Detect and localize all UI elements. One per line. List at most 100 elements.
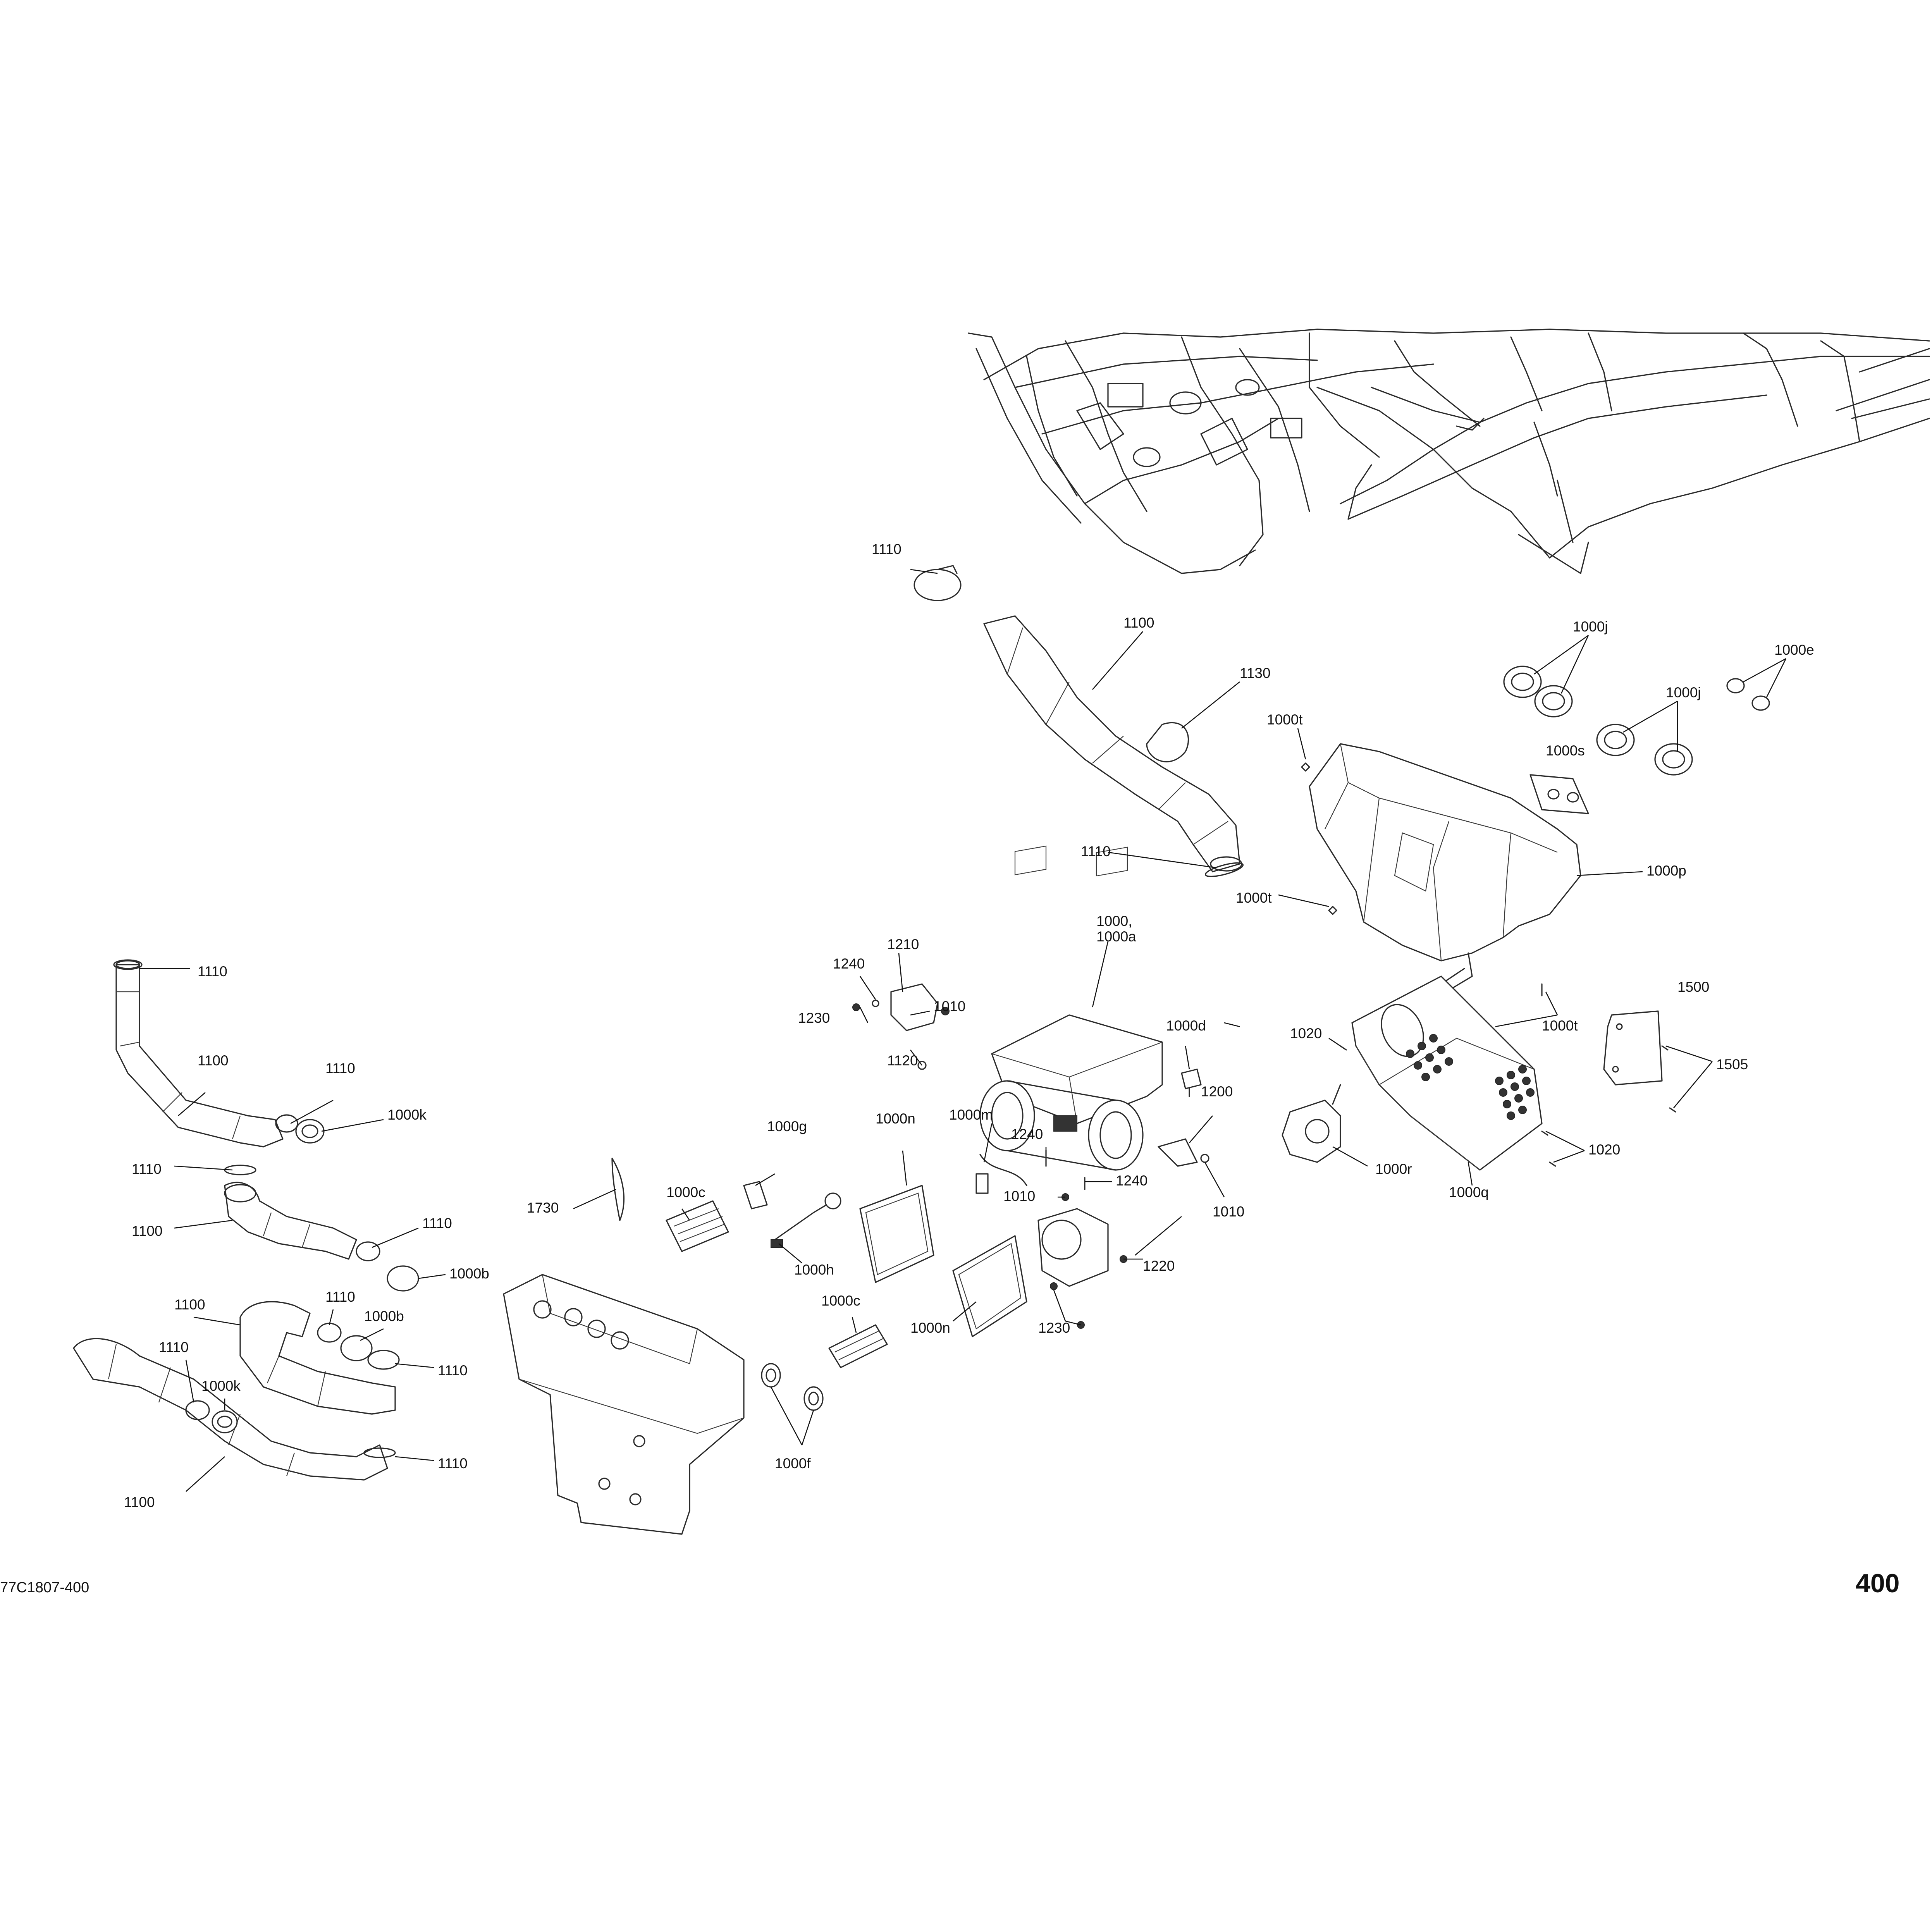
callout-1110: 1110 [325,1289,355,1305]
callout-1200: 1200 [1201,1084,1233,1099]
callout-labels: 1110 1100 1130 1110 1000j 1000j 1000e 10… [124,541,1814,1510]
vent-nozzles-1000j [1503,666,1693,776]
relay-1000d [1181,1068,1202,1097]
callout-1000d: 1000d [1166,1018,1206,1034]
callout-1240: 1240 [833,956,865,972]
callout-1000t: 1000t [1267,712,1303,728]
vent-grille-left [1406,1034,1453,1081]
callout-1000n: 1000n [910,1320,950,1336]
vent-louver-1000c-lower [828,1324,888,1368]
callout-1000: 1000, [1096,913,1132,929]
callout-1010: 1010 [934,998,965,1014]
callout-1210: 1210 [887,936,919,952]
duct-1100-left-2 [224,1182,357,1260]
callout-1240: 1240 [1116,1173,1148,1189]
callout-1110: 1110 [325,1060,355,1076]
callout-1000t: 1000t [1542,1018,1578,1034]
callout-1110: 1110 [1081,843,1111,859]
callout-1730: 1730 [527,1200,559,1216]
callout-1010: 1010 [1003,1188,1035,1204]
callout-1020: 1020 [1290,1025,1322,1041]
leader-lines [139,569,1787,1492]
callout-1000r: 1000r [1375,1161,1412,1177]
vehicle-frame [968,329,1930,574]
callout-1000s: 1000s [1546,743,1585,759]
callout-1000t: 1000t [1236,890,1272,906]
callout-1120: 1120 [887,1053,918,1068]
upper-housing-1000p [1309,743,1581,1000]
callout-1110: 1110 [872,541,901,557]
callout-1100: 1100 [174,1297,205,1313]
callout-1110: 1110 [198,963,227,979]
callout-1230: 1230 [798,1010,830,1026]
callout-1100: 1100 [1123,615,1154,631]
bracket-1200 [1158,1138,1198,1167]
callout-1000h: 1000h [794,1262,834,1278]
callout-1110: 1110 [438,1363,468,1378]
callout-1110: 1110 [159,1339,189,1355]
callout-1000g: 1000g [767,1118,807,1134]
screws-1020 [1340,1045,1556,1167]
clamp-1110-top [914,565,962,601]
callout-1100: 1100 [198,1053,229,1068]
cover-plate-1500 [1603,1010,1663,1086]
callout-1130: 1130 [1240,665,1271,681]
callout-1000m: 1000m [949,1107,993,1123]
duct-1100-top [983,615,1242,872]
actuator-1000r [1282,1084,1341,1163]
callout-1505: 1505 [1716,1056,1748,1072]
clamp-1110-mid [1205,862,1244,877]
callout-1100: 1100 [132,1223,163,1239]
grommets-1000e [1726,678,1770,711]
callout-1230: 1230 [1038,1320,1070,1336]
couplers-1000k-1000b [212,1119,419,1433]
callout-1000a: 1000a [1096,929,1136,944]
switch-1000g [743,1181,768,1209]
trim-1730 [611,1158,625,1221]
duct-1100-left-1 [115,960,284,1148]
callout-1000j: 1000j [1573,619,1608,635]
harness-1000m [975,1154,1027,1194]
resistor-1210 [890,983,938,1031]
clamps-left [113,959,400,1458]
callout-1000j: 1000j [1666,685,1701,700]
callout-1000p: 1000p [1646,863,1686,879]
knobs-1000f [761,1363,824,1411]
callout-1010: 1010 [1213,1204,1244,1220]
callout-1100: 1100 [124,1494,155,1510]
clamp-1130 [1146,722,1189,762]
callout-1000e: 1000e [1774,642,1814,658]
drawing-number: 77C1807-400 [0,1579,89,1596]
callout-1000k: 1000k [387,1107,427,1123]
callout-1000b: 1000b [449,1266,489,1282]
callout-1000b: 1000b [364,1308,404,1324]
dash-panel [503,1274,745,1535]
blower-assembly-1000 [979,845,1163,1171]
screws-1505 [1661,1045,1676,1113]
callout-1000c: 1000c [821,1293,860,1309]
duct-1100-left-4 [73,1338,388,1481]
gasket-1000s [1529,774,1589,814]
callout-1240: 1240 [1011,1126,1043,1142]
callout-1000q: 1000q [1449,1184,1489,1200]
callout-1220: 1220 [1143,1258,1175,1274]
motor-cover-1220 [1037,1208,1109,1287]
filter-1000n-lower [952,1235,1027,1337]
callout-1000c: 1000c [666,1184,705,1200]
filter-1000n-upper [859,1185,934,1283]
page-number: 400 [1856,1569,1899,1598]
callout-1110: 1110 [132,1161,162,1177]
vent-louver-1000c-upper [666,1200,729,1252]
callout-1000k: 1000k [201,1378,241,1394]
callout-1500: 1500 [1677,979,1709,995]
duct-1100-left-3 [239,1301,396,1415]
sensor-1000h [771,1192,841,1248]
callout-1110: 1110 [438,1455,468,1471]
callout-1020: 1020 [1588,1142,1620,1158]
callout-1000n: 1000n [876,1111,915,1127]
lower-housing-1000q [1351,975,1543,1171]
callout-1000f: 1000f [775,1455,811,1471]
callout-1110: 1110 [422,1215,452,1231]
vent-grille-right [1495,1065,1535,1120]
